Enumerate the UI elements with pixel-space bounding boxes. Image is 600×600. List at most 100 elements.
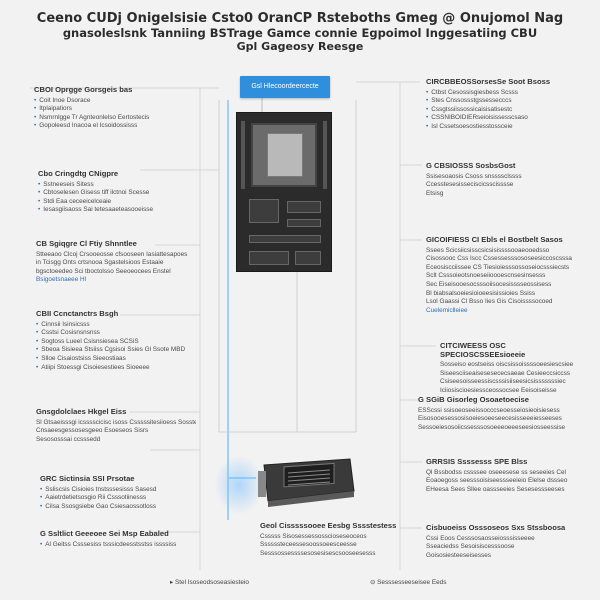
right-annotation-block: Cisbuoeiss Osssoseos Sxs Stssboosa Cssi … [426,523,586,560]
annotation-text: Eceosiscciissee CS Tiesioiesssossoseiocs… [426,263,570,271]
annotation-item: •Al Geitss Csssesiss tsssicdeesstsstss i… [40,540,177,548]
gpu-card-image [254,455,358,507]
annotation-item: •Atiipi Stoessgi Cisoiesestiees Sioeeee [36,363,150,371]
annotation-item: •Cbtoselesen Gisess tiff ilctnoi Scesse [38,189,150,197]
footer-right-note: ⊝ Sesssesseeseisee Eeds [370,579,447,586]
annotation-heading: CBOI Oprgge Gorsgeis bas [34,85,133,94]
annotation-heading: Cbo Cringdtg CNigpre [38,169,119,178]
annotation-text: Sesososssai ccsssedd [36,435,101,443]
annotation-item: •Ssliscsis Cisioies tnstsssesisss Sasesd [40,485,157,493]
gpu-caption: Geol Cisssssooee Eesbg Sssstestess Cssss… [260,521,400,558]
left-annotation-block: CBOI Oprgge Gorsgeis bas •Coit Inoe Dsor… [34,85,184,131]
annotation-text: Stteeaoo Clcoj Crsooeosse cfsooseen Iasi… [36,250,188,258]
gpu-caption-line: Sesssossessssesosesisescsooseesesss [260,549,376,557]
annotation-item: •Slloe Cisaiostsiss Sieeostiaas [36,354,126,362]
annotation-text: EHeesa Sees Sllee oassseeies Sesesesssee… [426,485,565,493]
annotation-item: •Stdi Eaa ceceeicelceaie [38,197,112,205]
motherboard-image [236,112,332,272]
annotation-text: Ql Bssbodss cssssee oseeesese ss seseeie… [426,468,566,476]
annotation-text: Siseesciiseaisesesececsaeae Cesieeccsicc… [440,369,571,377]
annotation-item: •Isl Cssetsoesostiesstossceie [426,122,513,130]
annotation-item: •Stes Cnssossstgssessecccs [426,97,512,105]
left-annotation-block: Gnsgdolclaes Hkgel Eiss Sl Gtsaeisssgi i… [36,407,196,444]
annotation-text: Ssisesoaosis Csoss snssssclssss [426,172,522,180]
annotation-item: •Cssgtssiissossicaisisatisestc [426,105,513,113]
annotation-text: ESScssi ssisoeoseeissocccseoesseiosieois… [418,406,560,414]
annotation-text: Sl Gtsaeisssgi icsssscicisc isoss Csssss… [36,418,196,426]
title-line-3: Gpl Gageosy Reesge [236,40,364,53]
annotation-text: Etsisg [426,189,444,197]
annotation-item: •Ctbst Cesossisgiesbess Scsss [426,88,518,96]
annotation-text: in Tcisgg Onts crtsnooa Sgastelsioos Est… [36,259,171,275]
annotation-item: •Sbeoa Sisieea Stsiiss Cgsisoi Ssies Gl … [36,346,186,354]
annotation-heading: CITCIWEESS OSC SPECIOSCSSEEsioeeie [440,341,526,359]
annotation-item: •Itplaipatiors [34,105,72,113]
memory-slot [241,121,245,189]
right-annotation-block: CITCIWEESS OSC SPECIOSCSSEEsioeeie Sosse… [440,341,586,396]
annotation-heading: G SGiB Gisorleg Osoaetoecise [418,395,529,404]
annotation-item: •Gopoleesd Inacoa el Icsoidossisss [34,122,138,130]
annotation-text: Goisosiesteeseisesses [426,551,492,559]
annotation-item: •Iesasgiisaoss Sai tetesaaeteasooeisse [38,206,154,214]
right-annotation-block: GICOIFIESS CI Ebls el Bostbelt Sasos Sse… [426,235,586,315]
annotation-text: Bsigoetsnaeee Hl [36,276,87,284]
annotation-heading: Cisbuoeiss Osssoseos Sxs Stssboosa [426,523,566,532]
signal-glow [214,455,264,515]
gpu-caption-heading: Geol Cisssssooee Eesbg Sssstestess [260,521,397,530]
annotation-item: •Aaietrdetietsosgio Rii Csssotiinesss [40,494,147,502]
title-line-1: Ceeno CUDj Onigelsisie Csto0 OranCP Rste… [36,11,564,26]
diagram-title: Ceeno CUDj Onigelsisie Csto0 OranCP Rste… [20,12,580,54]
annotation-item: •Nsmrnlgge Tr Agnteonlelso Eertostecis [34,113,150,121]
left-annotation-block: GRC Sictinsia SSI Prsotae •Ssliscsis Cis… [40,474,195,511]
annotation-text: Cnsaeesgessosesgeeo Esoeseos Sisrs [36,427,149,435]
annotation-item: •CSSNIBOIDIERseioisissesscsaso [426,114,528,122]
right-annotation-block: G CBSIOSSS SosbsGost Ssisesoaosis Csoss … [426,161,586,198]
annotation-text: Bl biabsalsoeiesioioeesisissioies Ssiss [426,289,536,297]
left-annotation-block: CB Sgiqgre Cl Ftiy Shnntlee Stteeaoo Clc… [36,239,196,285]
chipset [249,199,279,223]
annotation-heading: G CBSIOSSS SosbsGost [426,161,516,170]
annotation-text: Eisosooesessosisoeiesoeeseecesisseeeiess… [418,415,562,423]
annotation-text: Ssees Scicsiicsisscsicsisissssooaeooedss… [426,246,550,254]
io-controller [295,251,321,265]
annotation-text: Lsol Gaassi Cl Bsso Iies Gis Cisoissssoc… [426,298,553,306]
annotation-text: Eoaoegoss seesssoisiseessseeieio Elelse … [426,477,568,485]
annotation-heading: CB Sgiqgre Cl Ftiy Shnntlee [36,239,137,248]
annotation-heading: G Ssltlict Geeeoee Sei Msp Eabaled [40,530,169,538]
right-annotation-block: GRRSIS Ssssesss SPE Blss Ql Bssbodss css… [426,457,586,494]
annotation-item: •Sogtoss Lueel Csisnsiesea SCSiS [36,337,139,345]
annotation-text: Sessoeiesosoiicssesssosoeeeoeeeseesiosse… [418,423,566,431]
memory-slot [323,121,327,189]
right-annotation-block: G SGiB Gisorleg Osoaetoecise ESScssi ssi… [418,395,586,432]
annotation-text: Sclt Csssoieotsnoeseiioooescnsesinsesss [426,272,546,280]
annotation-text: Cssi Eoos Cesssosaosseiosssisseeee [426,534,535,542]
connector-line [399,81,420,570]
annotation-item: •Csstsi Cosisnsnsnss [36,329,100,337]
annotation-item: •Coit Inoe Dsorace [34,96,91,104]
gpu-caption-line: Csssss Sisosessessosscioseseoceos [260,532,367,540]
annotation-text: Iciiosiscioesiessceossocsee Eeisoiseisse [440,386,557,394]
annotation-heading: GICOIFIESS CI Ebls el Bostbelt Sasos [426,235,563,244]
annotation-heading: GRC Sictinsia SSI Prsotae [40,474,135,483]
cpu-chip [267,133,303,177]
annotation-item: •Sstneeseis Sitess [38,180,94,188]
annotation-heading: GRRSIS Ssssesss SPE Blss [426,457,528,466]
left-annotation-block: G Ssltlict Geeeoee Sei Msp Eabaled •Al G… [40,530,195,549]
right-annotation-block: CIRCBBEOSSorsesSe Soot Bsoss •Ctbst Ceso… [426,77,586,132]
annotation-text: Cuelemiclleiee [426,306,468,314]
annotation-text: Csiseesoisseessiscsssisiiseesicsisssssss… [440,378,566,386]
link-icon: ⊝ [370,579,378,586]
annotation-heading: Gnsgdolclaes Hkgel Eiss [36,407,127,416]
left-annotation-block: Cbo Cringdtg CNigpre •Sstneeseis Sitess … [38,169,193,215]
pcie-slot [249,235,321,243]
annotation-text: Ccesstesesisseciscicsscisssse [426,181,514,189]
left-annotation-block: CBII Ccnctanctrs Bsgh •Cinnsii Isinsicss… [36,309,196,372]
io-controller [249,251,289,265]
annotation-text: Sec Eiseisooesocsssoiisocesisssseossises… [426,280,552,288]
annotation-item: •Cinnsii Isinsicsss [36,320,90,328]
pcie-slot [287,201,321,213]
title-line-2: gnasoleslsnk Tanniing BSTrage Gamce conn… [62,26,538,40]
annotation-text: Sosseiso eostseiss oiscsissoissssoeesies… [440,361,574,369]
